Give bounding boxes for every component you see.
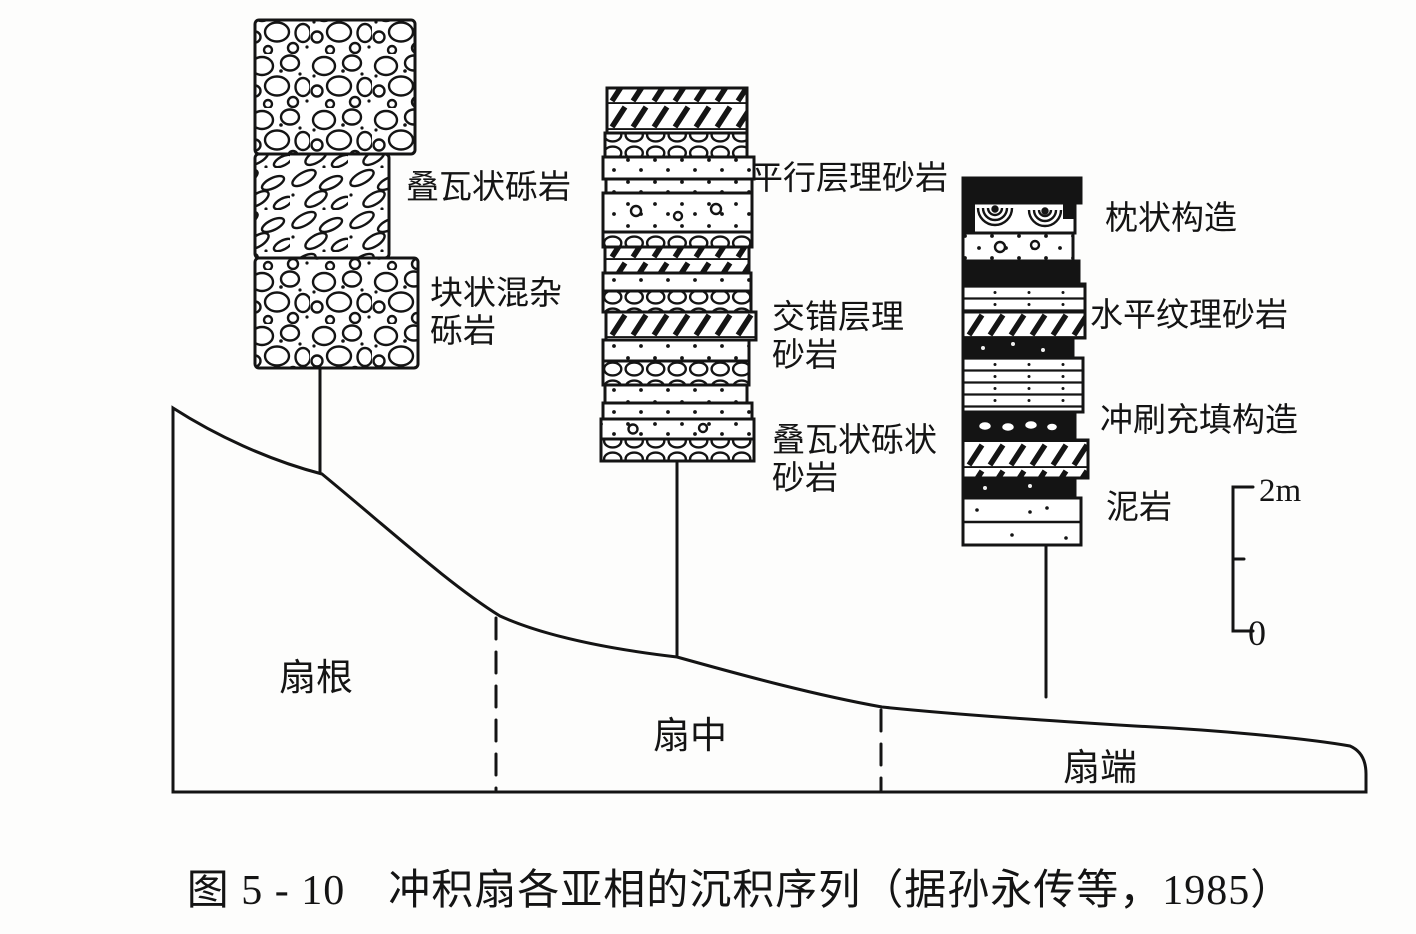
speck xyxy=(1041,348,1045,352)
pebble xyxy=(672,210,684,222)
strat-column-fan-end: 枕状构造 水平纹理砂岩 冲刷充填构造 泥岩 xyxy=(961,176,1298,699)
layer-crossbed-2 xyxy=(603,245,751,275)
zone-label-fan-middle: 扇中 xyxy=(653,715,727,757)
layer-imbricated-gravelly-sandstone xyxy=(599,437,756,463)
pebble xyxy=(709,202,723,216)
speck xyxy=(981,346,985,350)
label-imbricated-gravelly-line1: 叠瓦状砾状 xyxy=(772,422,937,459)
label-imbricated-conglomerate: 叠瓦状砾岩 xyxy=(406,169,571,206)
speck xyxy=(983,486,987,490)
layer-sand-4 xyxy=(601,271,753,293)
pillow-arcs xyxy=(976,205,1063,228)
label-pillow-structure: 枕状构造 xyxy=(1105,200,1237,237)
speck xyxy=(1011,342,1015,346)
scour-fill-pebbles xyxy=(976,418,1060,434)
layer-sand-2 xyxy=(604,177,754,195)
scale-bar: 2m 0 xyxy=(1231,473,1302,653)
layer-black-2 xyxy=(961,476,1077,500)
label-cross-bedded-line1: 交错层理 xyxy=(772,299,904,336)
strat-column-fan-root: 叠瓦状砾岩 块状混杂 砾岩 xyxy=(253,18,571,474)
layer-crossbed-3 xyxy=(604,310,758,342)
figure-caption: 图 5 - 10 冲积扇各亚相的沉积序列（据孙永传等，1985） xyxy=(187,867,1294,914)
layer-sand-a xyxy=(961,231,1075,263)
layer-horizontal-laminated-2 xyxy=(961,356,1085,414)
pebble xyxy=(697,422,709,434)
layer-scour-dark-1 xyxy=(961,336,1075,360)
layer-massive-mixed-conglomerate xyxy=(253,256,420,370)
zone-label-fan-end: 扇端 xyxy=(1063,747,1137,789)
label-imbricated-gravelly-line2: 砂岩 xyxy=(772,460,838,497)
layer-horizontal-laminated xyxy=(961,282,1087,314)
layer-black-1 xyxy=(961,259,1081,286)
layer-crossbed-b xyxy=(961,438,1090,480)
layer-imbricated-conglomerate xyxy=(253,152,391,260)
fan-profile: 扇根 扇中 扇端 xyxy=(171,405,1368,794)
pebble xyxy=(1029,239,1041,251)
layer-sand-5 xyxy=(601,338,751,363)
pebble xyxy=(993,240,1007,254)
label-scour-fill-structure: 冲刷充填构造 xyxy=(1100,402,1298,439)
label-massive-mixed-line2: 砾岩 xyxy=(430,313,496,350)
layer-black-cap xyxy=(961,176,1083,205)
label-parallel-bedded-sandstone: 平行层理砂岩 xyxy=(750,160,948,197)
layer-sand-1 xyxy=(601,155,756,181)
pillow-corner-fill xyxy=(963,203,975,233)
layer-crossbed-a xyxy=(961,310,1087,340)
mudstone-dots xyxy=(975,506,1068,540)
layer-pebble-row-4 xyxy=(601,359,751,387)
layer-sand-7 xyxy=(601,401,754,421)
layer-pebble-row-3 xyxy=(601,289,753,314)
strat-column-fan-middle: 平行层理砂岩 交错层理 砂岩 叠瓦状砾状 砂岩 xyxy=(599,86,948,657)
fan-outline xyxy=(171,405,1368,794)
pebble xyxy=(627,423,639,435)
layer-pebble-row-2 xyxy=(601,230,754,249)
pillow-corner-fill xyxy=(1063,203,1075,219)
label-cross-bedded-line2: 砂岩 xyxy=(772,337,838,374)
layer-massive-conglomerate-top xyxy=(253,18,417,156)
scale-top-label: 2m xyxy=(1259,473,1302,509)
label-mudstone: 泥岩 xyxy=(1106,489,1172,526)
zone-label-fan-root: 扇根 xyxy=(279,657,353,699)
layer-sand-6 xyxy=(603,383,749,405)
label-massive-mixed-line1: 块状混杂 xyxy=(430,275,562,312)
scale-bottom-label: 0 xyxy=(1248,613,1266,653)
pebble xyxy=(629,204,643,218)
label-horizontal-laminated-sandstone: 水平纹理砂岩 xyxy=(1090,297,1288,334)
layer-sand-8 xyxy=(599,417,756,441)
layer-crossbed-1 xyxy=(605,86,749,135)
speck xyxy=(1028,484,1032,488)
layer-pebble-row-1 xyxy=(603,131,749,159)
